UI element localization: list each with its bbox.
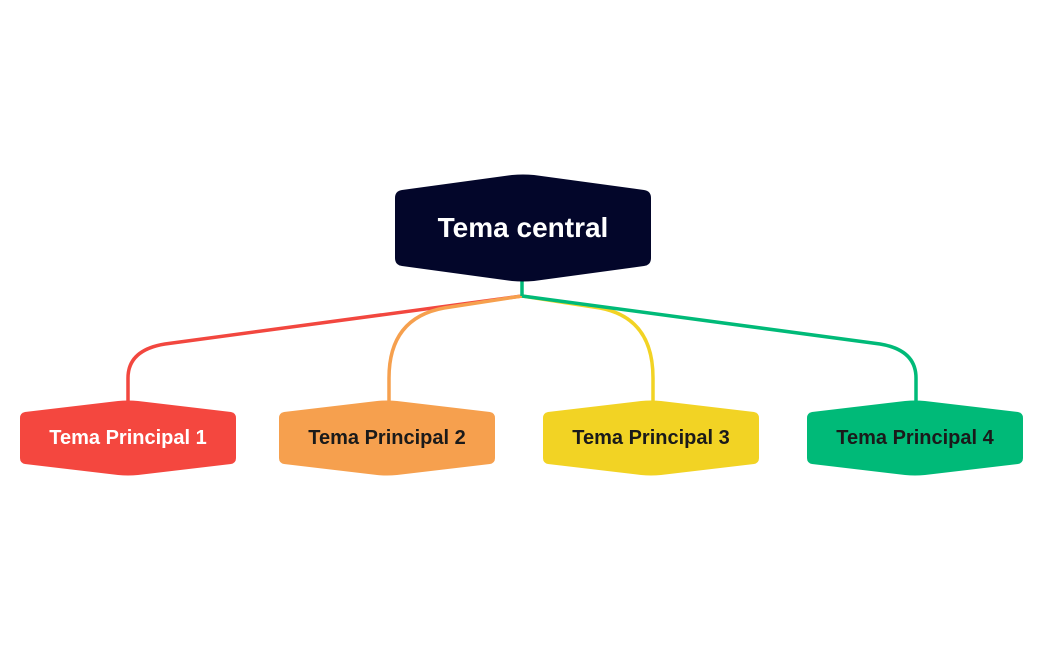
- connector-line-4: [521, 294, 918, 402]
- main-topic-label-1: Tema Principal 1: [49, 426, 207, 449]
- connector-line-1: [126, 294, 523, 402]
- connector-line-3: [521, 294, 655, 402]
- main-topic-shape-2: [279, 400, 495, 476]
- connector-line-2: [387, 294, 523, 402]
- main-topic-shape-3: [543, 400, 759, 476]
- main-topic-node-1[interactable]: Tema Principal 1: [19, 400, 237, 476]
- main-topic-label-2: Tema Principal 2: [308, 426, 466, 449]
- main-topic-node-2[interactable]: Tema Principal 2: [278, 400, 496, 476]
- central-topic-node[interactable]: Tema central: [394, 174, 652, 282]
- main-topic-shape-1: [20, 400, 236, 476]
- central-topic-label: Tema central: [437, 212, 609, 243]
- main-topic-label-4: Tema Principal 4: [836, 426, 994, 449]
- main-topic-node-4[interactable]: Tema Principal 4: [806, 400, 1024, 476]
- main-topic-node-3[interactable]: Tema Principal 3: [542, 400, 760, 476]
- central-topic-shape: [395, 174, 651, 282]
- main-topic-shape-4: [807, 400, 1023, 476]
- main-topic-label-3: Tema Principal 3: [572, 426, 730, 449]
